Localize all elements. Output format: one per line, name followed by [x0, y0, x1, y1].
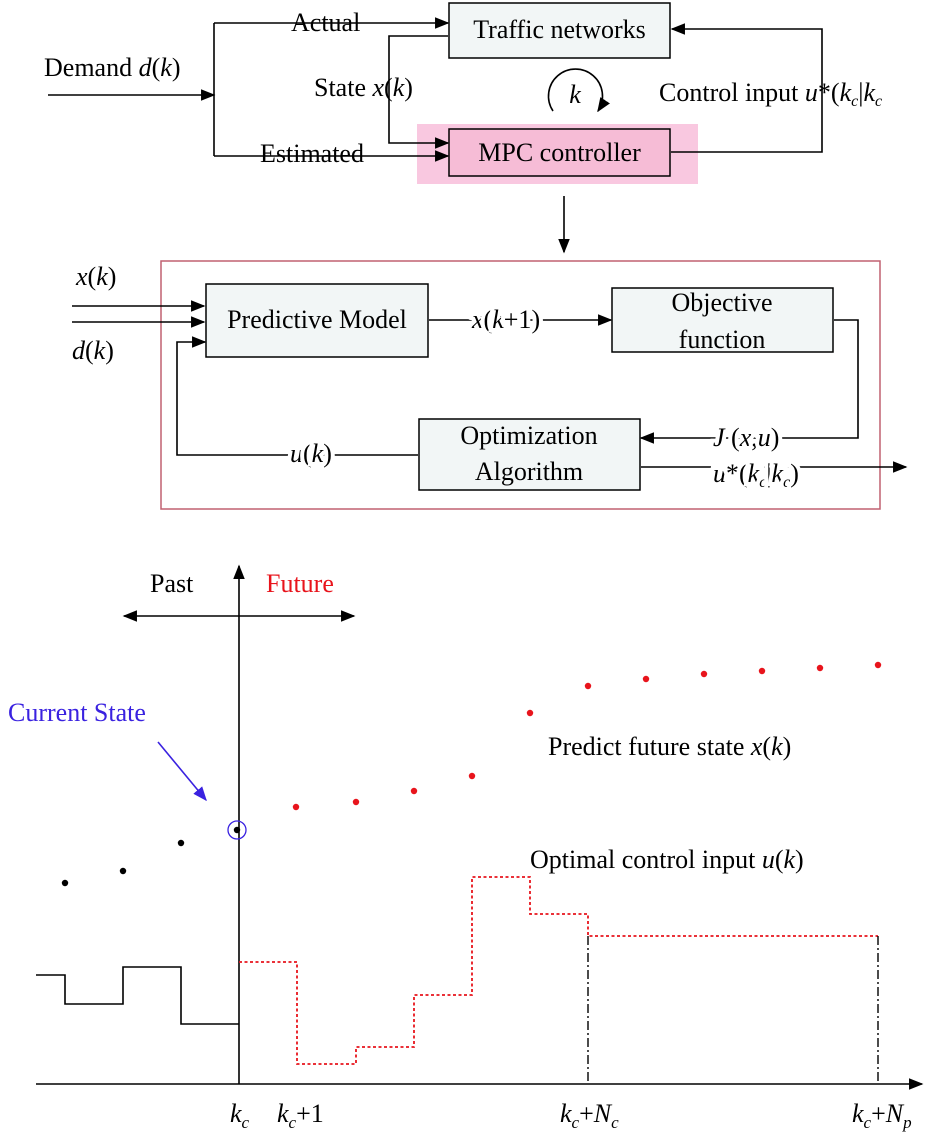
predicted-state-dot — [526, 709, 534, 717]
past-state-dot — [61, 879, 69, 887]
tick-kc-plus-nc: kc+Nc — [560, 1099, 619, 1132]
predicted-state-dot — [468, 772, 476, 780]
tick-kc-plus-np: kc+Np — [852, 1099, 912, 1132]
mpc-controller-box — [448, 128, 671, 177]
predictive-model-label: Predictive Model — [227, 305, 407, 334]
next-state-label: x(k+1) — [471, 305, 540, 334]
top-diagram: Traffic networks MPC controller Demand d… — [44, 2, 882, 254]
optimization-box — [418, 418, 641, 491]
predicted-state-dot — [758, 667, 766, 675]
mpc-detail-frame — [160, 260, 881, 510]
state-arrow — [388, 35, 450, 149]
past-control-line — [36, 966, 239, 1025]
future-label: Future — [266, 569, 334, 598]
objective-label-2: function — [679, 325, 766, 354]
time-loop-label: k — [569, 80, 581, 109]
output-u-label: u(k) — [290, 439, 332, 468]
mpc-chart: Past Future Current State Predict future… — [8, 564, 924, 1132]
tick-kc-plus-1: kc+1 — [277, 1099, 324, 1132]
current-state-marker — [227, 820, 247, 840]
estimated-label: Estimated — [260, 139, 364, 168]
traffic-networks-label: Traffic networks — [473, 15, 646, 44]
control-label: Optimal control input u(k) — [530, 845, 804, 874]
state-label: State x(k) — [314, 73, 413, 102]
predicted-state-dot — [410, 787, 418, 795]
predicted-state-dot — [700, 670, 708, 678]
past-state-dots — [61, 826, 241, 887]
predicted-state-dot — [352, 798, 360, 806]
cost-label: J (x,u) — [713, 423, 779, 452]
predicted-state-dot — [584, 682, 592, 690]
time-loop-icon — [547, 68, 610, 113]
predicted-state-dot — [816, 664, 824, 672]
current-state-arrow — [157, 741, 207, 802]
control-input-arrow — [670, 23, 823, 153]
objective-box — [611, 287, 834, 353]
predicted-state-dot — [874, 661, 882, 669]
input-d-label: d(k) — [72, 336, 114, 365]
mpc-controller-label: MPC controller — [478, 138, 641, 167]
feedback-arrow — [176, 336, 418, 456]
predicted-state-dot — [642, 675, 650, 683]
predicted-state-dots — [292, 661, 882, 811]
optimization-label-1: Optimization — [460, 421, 597, 450]
tick-kc: kc — [230, 1099, 250, 1132]
past-state-dot — [119, 867, 127, 875]
objective-label-1: Objective — [671, 288, 772, 317]
actual-label: Actual — [291, 8, 360, 37]
past-state-dot — [233, 826, 241, 834]
current-state-label: Current State — [8, 698, 146, 727]
traffic-networks-box — [448, 2, 671, 59]
input-x-label: x(k) — [75, 262, 116, 291]
predictive-model-box — [205, 283, 429, 358]
control-input-label: Control input u*(kc|kc — [659, 78, 882, 110]
inner-diagram: Predictive Model Objective function Opti… — [72, 260, 908, 510]
past-state-dot — [177, 839, 185, 847]
optimization-label-2: Algorithm — [475, 457, 583, 486]
demand-label: Demand d(k) — [44, 53, 180, 82]
output-ustar-label: u*(kc|kc) — [713, 459, 799, 491]
predict-label: Predict future state x(k) — [548, 732, 791, 761]
cost-arrow — [639, 319, 859, 444]
predicted-state-dot — [292, 803, 300, 811]
future-control-line — [239, 876, 878, 1065]
past-label: Past — [150, 569, 194, 598]
